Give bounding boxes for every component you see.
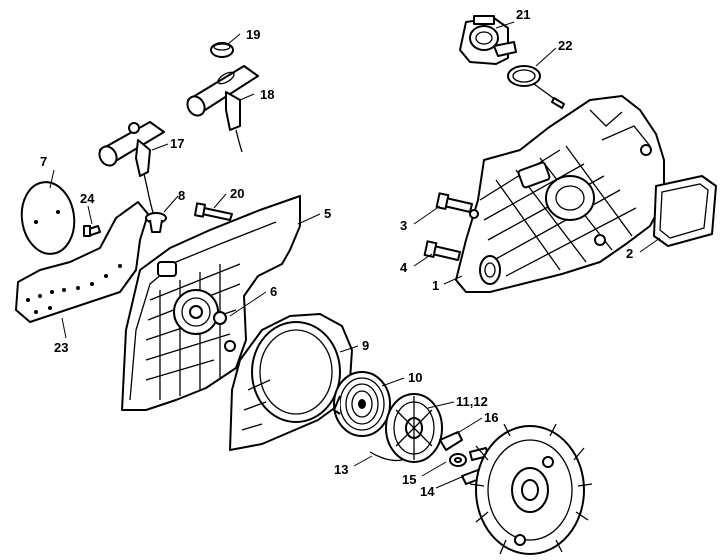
label-21: 21 bbox=[516, 7, 530, 22]
label-22: 22 bbox=[558, 38, 572, 53]
label-4: 4 bbox=[400, 260, 408, 275]
part-9-guide-plate[interactable] bbox=[229, 313, 353, 451]
label-19: 19 bbox=[246, 27, 260, 42]
part-16-pawl[interactable] bbox=[439, 431, 463, 451]
label-10: 10 bbox=[408, 370, 422, 385]
label-9: 9 bbox=[362, 338, 369, 353]
part-15-washer[interactable] bbox=[449, 453, 467, 467]
part-19-cap[interactable] bbox=[210, 42, 234, 58]
label-1: 1 bbox=[432, 278, 439, 293]
part-11-12-rope-rotor[interactable] bbox=[385, 393, 443, 463]
part-5-fan-housing[interactable] bbox=[121, 195, 301, 411]
callout-labels: 7 24 23 17 8 19 18 20 5 6 9 10 11,12 16 … bbox=[40, 7, 633, 499]
part-22-oil-line[interactable] bbox=[507, 65, 565, 109]
label-7: 7 bbox=[40, 154, 47, 169]
part-2-gasket[interactable] bbox=[653, 175, 717, 247]
leader-lines bbox=[49, 21, 661, 489]
flywheel bbox=[469, 423, 593, 555]
label-15: 15 bbox=[402, 472, 416, 487]
label-5: 5 bbox=[324, 206, 331, 221]
label-8: 8 bbox=[178, 188, 185, 203]
label-11-12: 11,12 bbox=[456, 394, 488, 409]
part-13-spring-clip[interactable] bbox=[369, 451, 403, 462]
part-10-rewind-spring[interactable] bbox=[333, 371, 391, 437]
label-14: 14 bbox=[420, 484, 435, 499]
part-4-screw[interactable] bbox=[423, 240, 461, 261]
part-1-crankcase[interactable] bbox=[455, 95, 665, 293]
label-20: 20 bbox=[230, 186, 244, 201]
part-20-screw[interactable] bbox=[194, 202, 233, 221]
part-23-spacer-plate[interactable] bbox=[15, 201, 149, 323]
label-16: 16 bbox=[484, 410, 498, 425]
part-24-screw[interactable] bbox=[83, 225, 101, 237]
label-2: 2 bbox=[626, 246, 633, 261]
label-23: 23 bbox=[54, 340, 68, 355]
part-17-starter-grip[interactable] bbox=[96, 121, 165, 216]
label-24: 24 bbox=[80, 191, 95, 206]
label-13: 13 bbox=[334, 462, 348, 477]
part-7-cover-disc[interactable] bbox=[17, 179, 79, 258]
label-18: 18 bbox=[260, 87, 274, 102]
part-8-rope-guide[interactable] bbox=[145, 212, 167, 233]
label-6: 6 bbox=[270, 284, 277, 299]
part-3-screw[interactable] bbox=[435, 192, 473, 213]
part-21-oil-pump[interactable] bbox=[459, 15, 517, 65]
label-17: 17 bbox=[170, 136, 184, 151]
label-3: 3 bbox=[400, 218, 407, 233]
part-18-starter-grip[interactable] bbox=[184, 65, 259, 153]
